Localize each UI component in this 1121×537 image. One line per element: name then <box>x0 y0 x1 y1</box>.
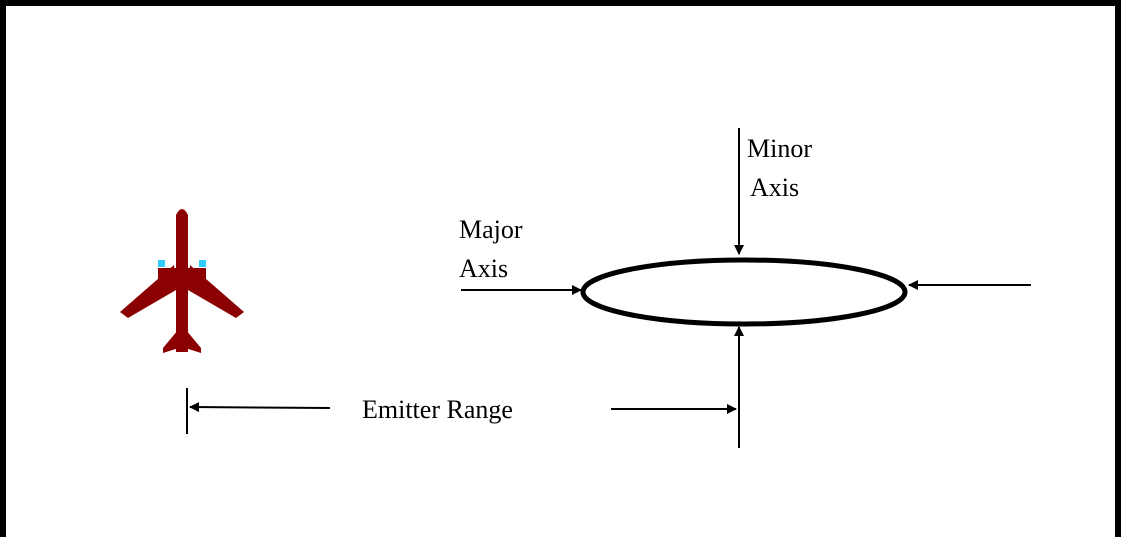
emitter-ellipse <box>580 257 908 327</box>
major-axis-label-line2: Axis <box>459 254 508 283</box>
major-axis-label-line1: Major <box>459 215 523 244</box>
aircraft-window-left <box>158 260 165 267</box>
minor-axis-label-line2: Axis <box>750 173 799 202</box>
emitter-range-label: Emitter Range <box>362 395 513 424</box>
range-arrow-left <box>189 402 331 413</box>
airplane-icon <box>120 209 244 353</box>
minor-axis-label-line1: Minor <box>747 134 812 163</box>
aircraft-window-right <box>199 260 206 267</box>
